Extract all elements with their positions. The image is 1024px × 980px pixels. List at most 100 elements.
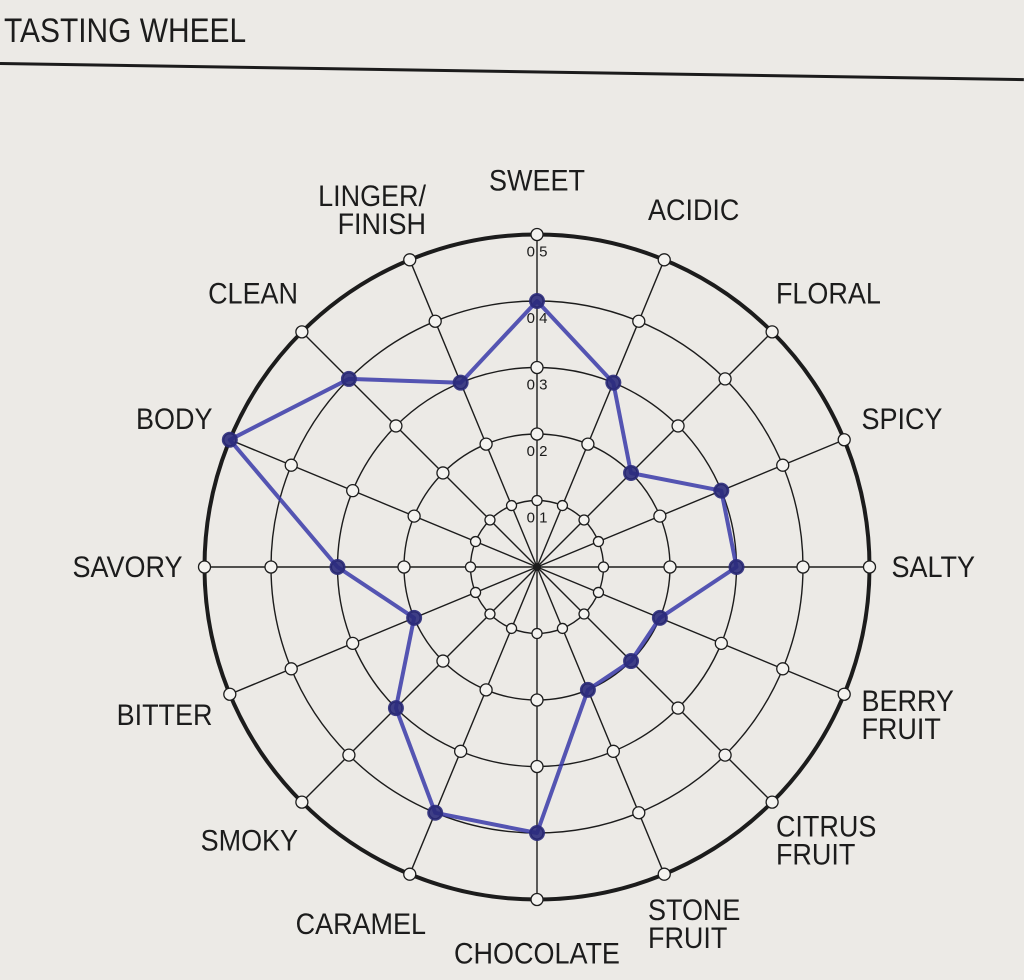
grid-node xyxy=(632,806,646,820)
data-point-berry-fruit xyxy=(651,609,668,626)
grid-node xyxy=(295,795,309,809)
grid-node xyxy=(632,314,646,328)
grid-node xyxy=(197,560,212,574)
grid-node xyxy=(436,466,450,480)
grid-spoke xyxy=(536,566,665,875)
data-point-smoky xyxy=(387,700,404,717)
tick-label: 0 2 xyxy=(527,443,548,460)
grid-node xyxy=(556,499,569,512)
grid-node xyxy=(581,437,595,451)
tick-label: 0 5 xyxy=(527,244,548,261)
data-point-savory xyxy=(329,559,346,575)
grid-node xyxy=(403,253,417,267)
data-point-floral xyxy=(623,464,640,481)
axis-label-line: LINGER/ xyxy=(318,180,426,214)
data-point-sweet xyxy=(529,293,545,309)
axis-label-caramel: CARAMEL xyxy=(296,908,426,942)
grid-node xyxy=(464,561,477,573)
grid-node xyxy=(484,514,496,526)
axis-label-line: FRUIT xyxy=(776,838,855,872)
grid-spoke xyxy=(409,259,538,568)
data-point-citrus-fruit xyxy=(623,653,640,670)
data-point-clean xyxy=(340,370,357,387)
data-point-spicy xyxy=(713,482,730,499)
grid-node xyxy=(484,608,496,620)
grid-node xyxy=(663,560,677,574)
grid-node xyxy=(718,372,732,386)
axis-label-clean: CLEAN xyxy=(208,277,298,311)
grid-node xyxy=(342,748,356,762)
grid-node xyxy=(765,795,779,809)
data-point-stone-fruit xyxy=(579,681,596,698)
axis-label-bitter: BITTER xyxy=(117,699,213,733)
axis-label-line: FLORAL xyxy=(776,277,881,311)
grid-node xyxy=(531,627,543,640)
axis-label-line: SPICY xyxy=(861,403,942,437)
grid-node xyxy=(530,360,544,375)
grid-node xyxy=(653,509,667,523)
grid-node xyxy=(454,744,468,758)
data-point-body xyxy=(221,431,238,448)
grid-spoke xyxy=(536,566,845,695)
grid-node xyxy=(556,622,569,635)
grid-node xyxy=(479,437,493,451)
grid-node xyxy=(776,458,790,472)
grid-spoke xyxy=(229,439,538,568)
axis-label-linger-finish: LINGER/FINISH xyxy=(318,180,426,242)
axis-label-line: STONE xyxy=(648,894,740,928)
grid-spoke xyxy=(536,439,845,568)
grid-spoke xyxy=(536,331,773,568)
grid-node xyxy=(531,494,543,507)
data-point-linger-finish xyxy=(452,374,469,391)
grid-node xyxy=(479,683,493,697)
tick-label: 0 1 xyxy=(527,510,548,527)
grid-node xyxy=(862,560,877,574)
grid-node xyxy=(592,586,605,599)
grid-node xyxy=(714,636,728,650)
axis-label-line: SAVORY xyxy=(73,551,183,585)
grid-node xyxy=(837,433,851,447)
axis-label-salty: SALTY xyxy=(892,551,975,585)
grid-node xyxy=(264,560,278,574)
axis-label-line: ACIDIC xyxy=(648,194,739,228)
grid-node xyxy=(657,253,671,267)
axis-label-line: CARAMEL xyxy=(296,908,426,942)
grid-spoke xyxy=(409,566,538,875)
axis-label-line: SALTY xyxy=(892,551,975,585)
data-point-salty xyxy=(728,559,745,575)
grid-node xyxy=(469,535,482,548)
grid-node xyxy=(403,867,417,881)
tick-label: 0 4 xyxy=(527,310,548,327)
grid-node xyxy=(407,509,421,523)
data-point-bitter xyxy=(406,609,423,626)
axis-label-line: BERRY xyxy=(861,685,953,719)
grid-node xyxy=(657,867,671,881)
grid-node xyxy=(837,687,851,701)
tick-label: 0 3 xyxy=(527,377,548,394)
grid-node xyxy=(389,419,403,433)
grid-node xyxy=(505,499,518,512)
grid-node xyxy=(606,744,620,758)
axis-label-line: CLEAN xyxy=(208,277,298,311)
grid-node xyxy=(397,560,411,574)
axis-label-line: FRUIT xyxy=(861,713,940,747)
grid-node xyxy=(530,227,544,242)
grid-node xyxy=(428,314,442,328)
axis-label-body: BODY xyxy=(136,403,212,437)
center-dot xyxy=(533,563,541,571)
grid-node xyxy=(776,662,790,676)
grid-node xyxy=(505,622,518,635)
data-point-caramel xyxy=(427,804,444,821)
grid-node xyxy=(671,701,685,715)
grid-node xyxy=(223,687,237,701)
grid-node xyxy=(284,662,298,676)
grid-spoke xyxy=(536,259,665,568)
axis-label-chocolate: CHOCOLATE xyxy=(454,937,620,971)
page-title: TASTING WHEEL xyxy=(4,12,247,50)
grid-node xyxy=(295,325,309,339)
grid-node xyxy=(436,654,450,668)
